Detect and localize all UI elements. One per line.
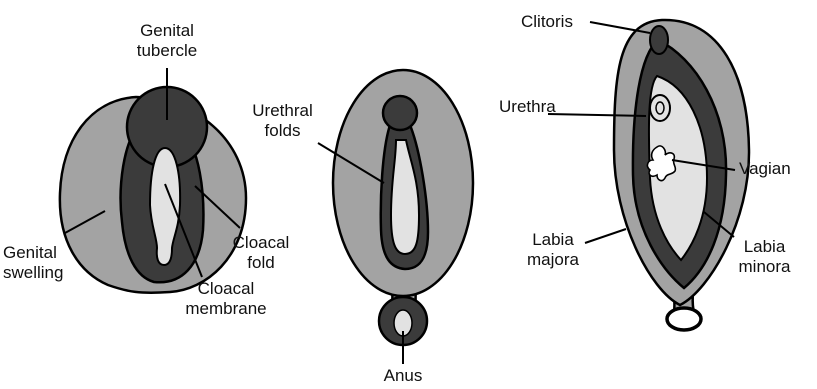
label-genital-swelling: Genital swelling	[3, 243, 88, 283]
label-clitoris: Clitoris	[521, 12, 573, 32]
female-stage-figure	[614, 20, 749, 330]
label-cloacal-fold: Cloacal fold	[216, 233, 306, 273]
label-genital-tubercle-line1: Genital	[127, 21, 207, 41]
clitoris-shape	[650, 26, 668, 54]
label-urethral-folds: Urethral folds	[240, 101, 325, 141]
label-labia-minora: Labia minora	[727, 237, 802, 277]
label-cloacal-fold-line2: fold	[216, 253, 306, 273]
label-cloacal-membrane-line1: Cloacal	[176, 279, 276, 299]
label-genital-tubercle: Genital tubercle	[127, 21, 207, 61]
label-cloacal-membrane: Cloacal membrane	[176, 279, 276, 319]
label-labia-majora-line1: Labia	[513, 230, 593, 250]
bottom-opening-ring	[667, 308, 701, 330]
label-labia-minora-line1: Labia	[727, 237, 802, 257]
label-labia-majora-line2: majora	[513, 250, 593, 270]
label-genital-swelling-line1: Genital	[3, 243, 88, 263]
label-anus: Anus	[373, 366, 433, 386]
intermediate-stage-figure	[333, 70, 473, 345]
label-labia-minora-line2: minora	[727, 257, 802, 277]
label-urethral-folds-line2: folds	[240, 121, 325, 141]
label-cloacal-fold-line1: Cloacal	[216, 233, 306, 253]
label-genital-swelling-line2: swelling	[3, 263, 88, 283]
label-urethral-folds-line1: Urethral	[240, 101, 325, 121]
label-genital-tubercle-line2: tubercle	[127, 41, 207, 61]
genital-tubercle-round	[383, 96, 417, 130]
label-urethra: Urethra	[499, 97, 556, 117]
label-vagian: Vagian	[739, 159, 791, 179]
label-cloacal-membrane-line2: membrane	[176, 299, 276, 319]
label-labia-majora: Labia majora	[513, 230, 593, 270]
